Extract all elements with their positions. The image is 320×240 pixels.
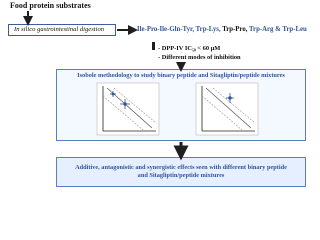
peptide-list-blue-1: Ile-Pro-Ile-Gln-Tyr, Trp-Lys,	[137, 26, 221, 33]
result-line-2: and Sitagliptin/peptide mixtures	[137, 172, 225, 179]
digestion-step-box: In silico gastrointestinal digestion	[8, 24, 116, 36]
isobole-point-right	[226, 93, 234, 103]
finding-modes: - Different modes of inhibition	[158, 54, 241, 61]
result-box: Additive, antagonistic and synergistic e…	[56, 157, 306, 187]
peptide-list-blue-2: Trp-Arg & Trp-Leu	[249, 26, 307, 33]
isobole-plot-right	[195, 82, 259, 136]
source-title: Food protein substrates	[10, 1, 91, 10]
diagram-graphics	[23, 11, 259, 161]
peptide-list: Ile-Pro-Ile-Gln-Tyr, Trp-Lys, Trp-Pro, T…	[137, 25, 307, 35]
panel-title: Isobole methodology to study binary pept…	[77, 72, 285, 79]
result-text: Additive, antagonistic and synergistic e…	[57, 164, 305, 180]
isobole-point-left-2	[110, 91, 116, 97]
finding-ic50: - DPP-IV IC₅₀ < 60 µM	[158, 45, 221, 52]
result-line-1: Additive, antagonistic and synergistic e…	[75, 164, 287, 171]
findings-bar-icon	[152, 42, 155, 50]
findings-list: - DPP-IV IC₅₀ < 60 µM - Different modes …	[158, 44, 241, 62]
isobole-plot-left	[96, 82, 160, 136]
isobole-point-left	[120, 99, 130, 109]
peptide-list-black: Trp-Pro,	[220, 26, 250, 33]
